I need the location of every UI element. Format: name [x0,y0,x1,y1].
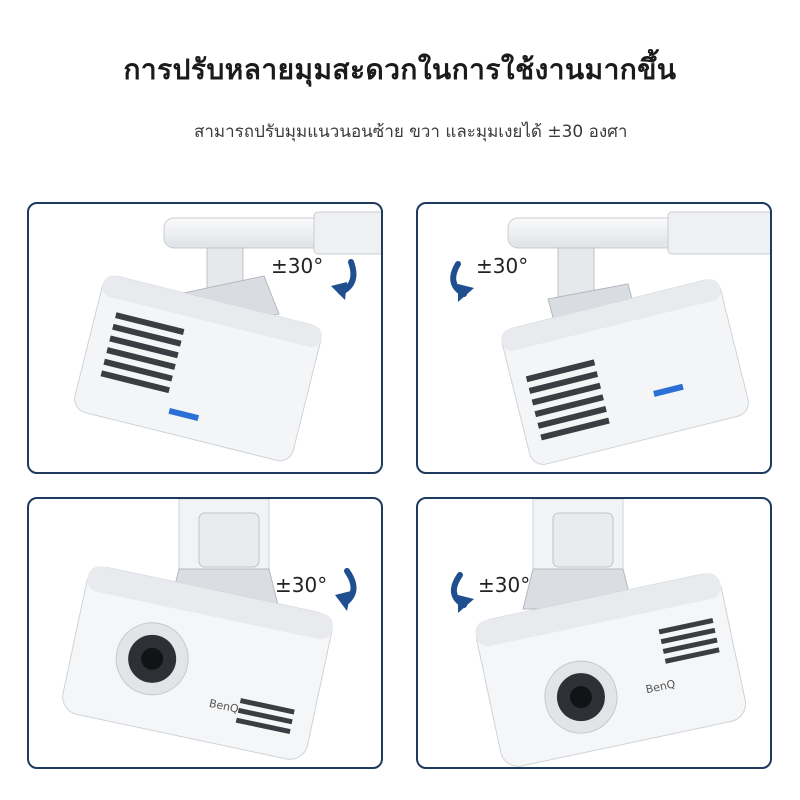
projector-side-image [450,211,770,465]
panel-side-right: ±30° [27,202,383,474]
panel-side-left: ±30° [416,202,772,474]
brand-logo: BenQ [645,677,677,696]
panel-front-left: BenQ ±30° [416,497,772,769]
page-subtitle: สามารถปรับมุมแนวนอนซ้าย ขวา และมุมเงยได้… [194,122,628,142]
brand-logo: BenQ [208,697,240,716]
angle-label: ±30° [478,573,531,597]
angle-label: ±30° [271,254,324,278]
projector-front-image: BenQ [62,499,357,760]
page-title: การปรับหลายมุมสะดวกในการใช้งานมากขึ้น [123,53,677,86]
projector-front-image: BenQ [451,499,747,767]
angle-label: ±30° [275,573,328,597]
angle-label: ±30° [476,254,529,278]
panel-front-right: BenQ ±30° [27,497,383,769]
projector-side-image [74,211,381,462]
